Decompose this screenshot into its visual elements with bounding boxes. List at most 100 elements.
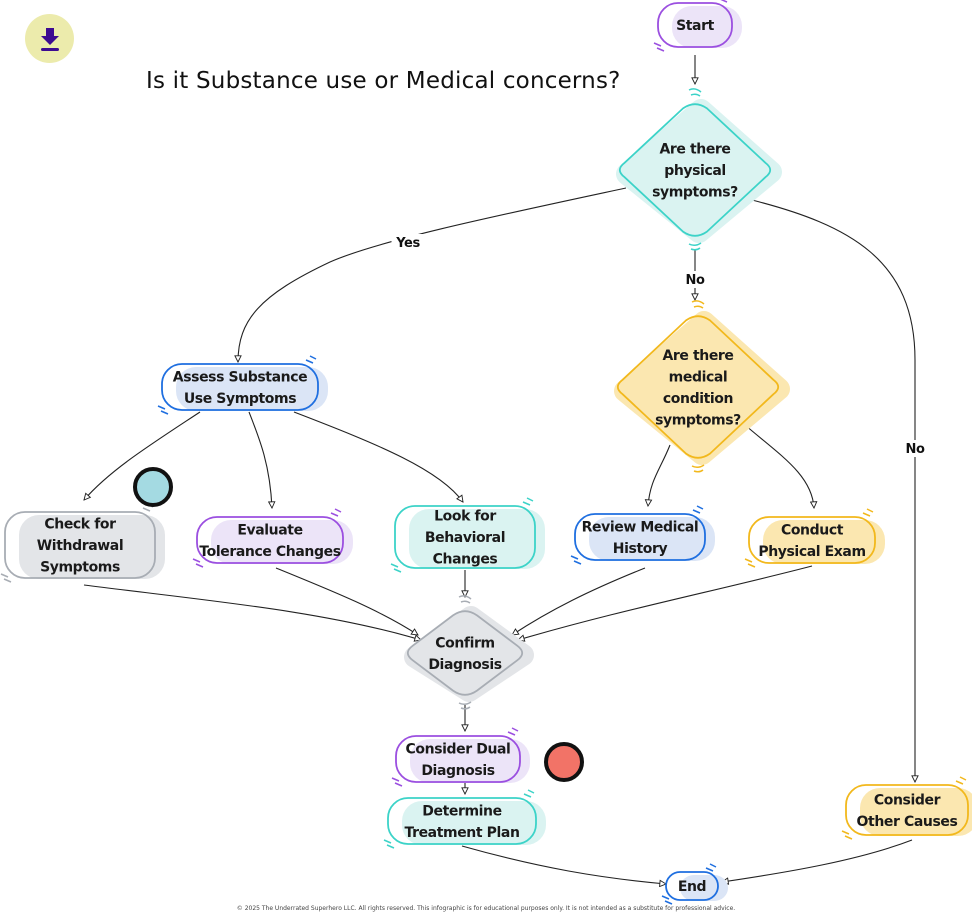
node-fill xyxy=(176,367,328,411)
sketch-mark xyxy=(157,405,169,415)
sketch-mark xyxy=(391,777,403,787)
edge-label-no: No xyxy=(685,273,704,288)
node-label: Start xyxy=(676,18,715,34)
sketch-mark xyxy=(862,508,874,517)
edge-label-no: No xyxy=(905,442,924,457)
node-label: Diagnosis xyxy=(421,763,494,779)
sketch-mark xyxy=(305,355,317,364)
sketch-mark xyxy=(523,789,535,798)
edge-tolerance-to-confirm xyxy=(275,567,418,635)
sketch-mark xyxy=(720,0,728,3)
node-label: End xyxy=(678,879,706,895)
node-label: Symptoms xyxy=(40,560,120,576)
node-label: Use Symptoms xyxy=(184,391,296,407)
node-fill xyxy=(410,739,530,783)
node-outline xyxy=(196,516,344,564)
node-label: Tolerance Changes xyxy=(199,544,340,560)
node-fill xyxy=(672,6,742,48)
node-outline xyxy=(748,516,876,564)
node-label: medical xyxy=(669,369,728,385)
download-button[interactable] xyxy=(25,14,74,63)
edge-assess-to-withdrawal xyxy=(84,411,201,500)
sketch-mark xyxy=(688,242,702,251)
edge-other-to-end xyxy=(722,839,913,882)
sketch-mark xyxy=(705,863,717,872)
red-dot-marker xyxy=(544,742,584,782)
edge-assess-to-tolerance xyxy=(248,411,272,508)
sketch-mark xyxy=(691,464,705,473)
node-outline xyxy=(406,610,524,696)
edge-label-bg xyxy=(683,271,707,288)
node-outline xyxy=(395,735,521,783)
node-start[interactable]: Start xyxy=(653,0,742,52)
node-fill xyxy=(763,520,885,564)
node-label: Are there xyxy=(659,142,730,158)
edge-medical-to-history xyxy=(648,444,671,506)
node-fill xyxy=(614,311,790,465)
sketch-mark xyxy=(192,558,204,568)
node-label: Evaluate xyxy=(237,522,302,538)
node-label: Other Causes xyxy=(857,814,958,830)
node-label: Withdrawal xyxy=(37,538,123,554)
node-label: Confirm xyxy=(435,635,494,651)
node-label: Review Medical xyxy=(582,519,699,535)
node-label: symptoms? xyxy=(655,412,741,428)
node-physical[interactable]: Are there physical symptoms? xyxy=(616,88,782,251)
sketch-mark xyxy=(522,497,534,506)
node-label: Behavioral xyxy=(425,530,505,546)
sketch-mark xyxy=(458,701,472,710)
node-outline xyxy=(394,505,536,569)
edge-assess-to-behavioral xyxy=(293,411,463,502)
node-fill xyxy=(19,515,165,579)
sketch-mark xyxy=(661,895,673,905)
page-title: Is it Substance use or Medical concerns? xyxy=(146,68,621,94)
node-fill xyxy=(404,606,534,702)
node-label: Determine xyxy=(422,803,501,819)
sketch-mark xyxy=(570,555,582,565)
edge-physical-to-assess xyxy=(238,187,627,362)
download-icon xyxy=(40,27,59,51)
node-label: Consider xyxy=(874,792,941,808)
node-fill xyxy=(860,788,972,836)
node-fill xyxy=(589,517,715,561)
sketch-mark xyxy=(692,505,704,514)
node-outline xyxy=(387,797,537,845)
edge-exam-to-confirm xyxy=(518,565,813,640)
sketch-mark xyxy=(0,573,12,583)
node-label: Assess Substance xyxy=(173,369,307,385)
edge-physical-to-other xyxy=(751,199,915,782)
node-label: Check for xyxy=(44,517,116,533)
edge-label-yes: Yes xyxy=(395,236,420,251)
node-label: symptoms? xyxy=(652,185,738,201)
node-end[interactable]: End xyxy=(661,863,728,905)
node-outline xyxy=(657,2,733,48)
sketch-mark xyxy=(688,88,702,97)
node-outline xyxy=(665,871,719,901)
node-label: Are there xyxy=(662,348,733,364)
node-label: physical xyxy=(664,163,726,179)
sketch-mark xyxy=(955,776,967,785)
node-fill xyxy=(616,99,782,243)
node-label: Look for xyxy=(434,509,496,525)
sketch-mark xyxy=(390,563,402,573)
node-label: Diagnosis xyxy=(428,657,501,673)
node-outline xyxy=(618,103,772,237)
node-outline xyxy=(574,513,706,561)
node-label: History xyxy=(613,541,668,557)
sketch-mark xyxy=(691,300,705,309)
node-fill xyxy=(409,509,545,569)
sketch-mark xyxy=(383,839,395,849)
edge-label-bg xyxy=(903,440,927,457)
sketch-mark xyxy=(458,595,472,604)
